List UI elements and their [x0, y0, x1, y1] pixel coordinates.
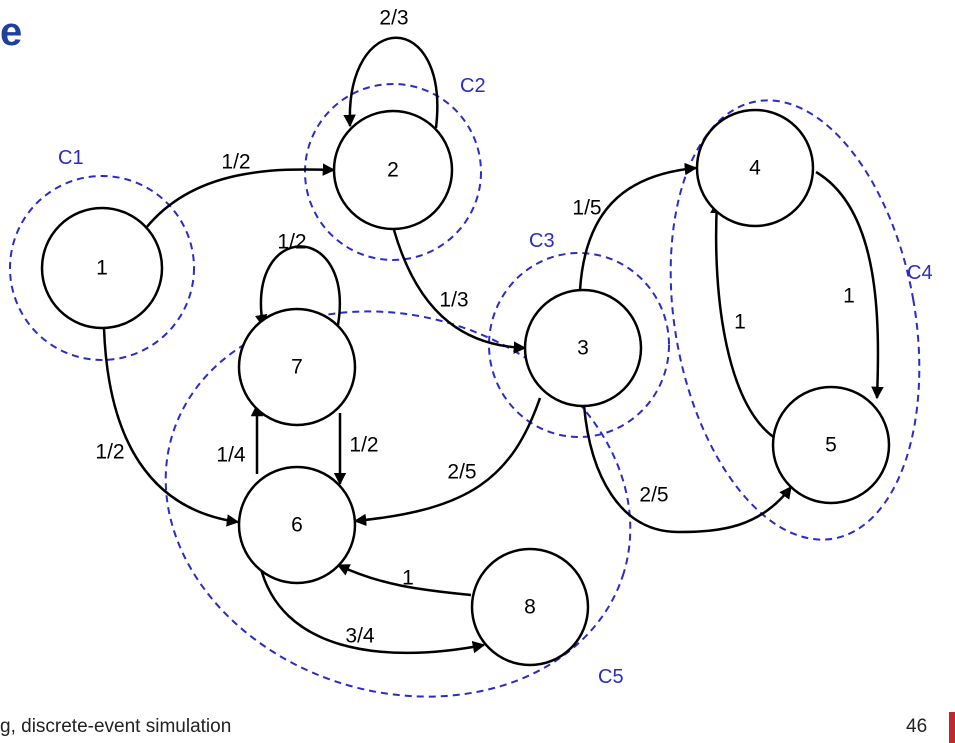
node-6-circle — [237, 465, 357, 585]
node-2-label: 2 — [387, 159, 399, 182]
edge-8-to-6-label: 1 — [402, 567, 414, 590]
edge-5-to-4-label: 1 — [734, 311, 746, 334]
node-1: 1 — [40, 206, 164, 330]
edge-2-to-3-label: 1/3 — [439, 289, 468, 312]
node-7-label: 7 — [291, 356, 303, 379]
edge-6-to-7-label: 1/4 — [216, 444, 246, 467]
node-3-circle — [523, 288, 643, 408]
node-5-circle — [771, 385, 891, 505]
edge-6-to-8-label: 3/4 — [345, 625, 375, 648]
edge-7-self-loop — [254, 245, 341, 328]
cluster-c4-label: C4 — [907, 262, 933, 284]
edge-3-to-5 — [582, 404, 792, 534]
page-number: 46 — [906, 716, 928, 737]
edge-3-to-4 — [578, 162, 698, 291]
node-4: 4 — [695, 108, 815, 228]
edge-3-to-4-label: 1/5 — [572, 197, 601, 220]
edge-3-to-6-label: 2/5 — [447, 461, 476, 484]
edge-1-to-2-label: 1/2 — [221, 151, 250, 174]
node-5-label: 5 — [825, 434, 837, 457]
edge-2-to-3 — [392, 229, 527, 354]
edge-7-to-6-label: 1/2 — [349, 434, 378, 457]
edge-1-to-6 — [102, 327, 240, 527]
accent-bar — [949, 712, 955, 743]
cluster-c2-boundary — [304, 83, 482, 261]
edge-2-self-loop — [343, 36, 439, 129]
edge-8-to-6 — [336, 563, 472, 597]
edge-3-to-5-label: 2/5 — [639, 484, 668, 507]
node-6-label: 6 — [291, 514, 303, 537]
edge-1-to-6-label: 1/2 — [95, 441, 124, 464]
edge-5-to-4 — [710, 200, 779, 442]
cluster-c4-boundary — [669, 99, 921, 541]
edge-3-to-6 — [353, 397, 542, 527]
cluster-c1-label: C1 — [58, 147, 84, 169]
node-8-circle — [470, 547, 590, 667]
node-7-circle — [237, 307, 357, 427]
node-1-label: 1 — [96, 257, 108, 280]
cluster-c3-boundary — [488, 252, 670, 438]
node-8-label: 8 — [524, 596, 536, 619]
node-5: 5 — [771, 385, 891, 505]
cluster-c3-label: C3 — [529, 230, 555, 252]
edge-1-to-2 — [145, 163, 336, 229]
cluster-c1-boundary — [9, 175, 195, 361]
cluster-c5-label: C5 — [598, 666, 624, 688]
node-4-label: 4 — [749, 157, 761, 180]
edge-4-to-5 — [815, 170, 884, 400]
edge-7-self-loop-label: 1/2 — [277, 231, 306, 254]
footer-course-text: g, discrete-event simulation — [0, 716, 232, 737]
edge-6-to-8 — [258, 564, 486, 655]
node-3: 3 — [523, 288, 643, 408]
slide-title-fragment: e — [0, 10, 23, 54]
cluster-c2-label: C2 — [460, 75, 486, 97]
node-6: 6 — [237, 465, 357, 585]
edge-2-self-loop-label: 2/3 — [379, 7, 408, 30]
node-4-circle — [695, 108, 815, 228]
node-1-circle — [40, 206, 164, 330]
node-2: 2 — [332, 109, 454, 231]
edge-4-to-5-label: 1 — [843, 285, 855, 308]
node-3-label: 3 — [577, 337, 589, 360]
node-7: 7 — [237, 307, 357, 427]
node-2-circle — [332, 109, 454, 231]
node-8: 8 — [470, 547, 590, 667]
